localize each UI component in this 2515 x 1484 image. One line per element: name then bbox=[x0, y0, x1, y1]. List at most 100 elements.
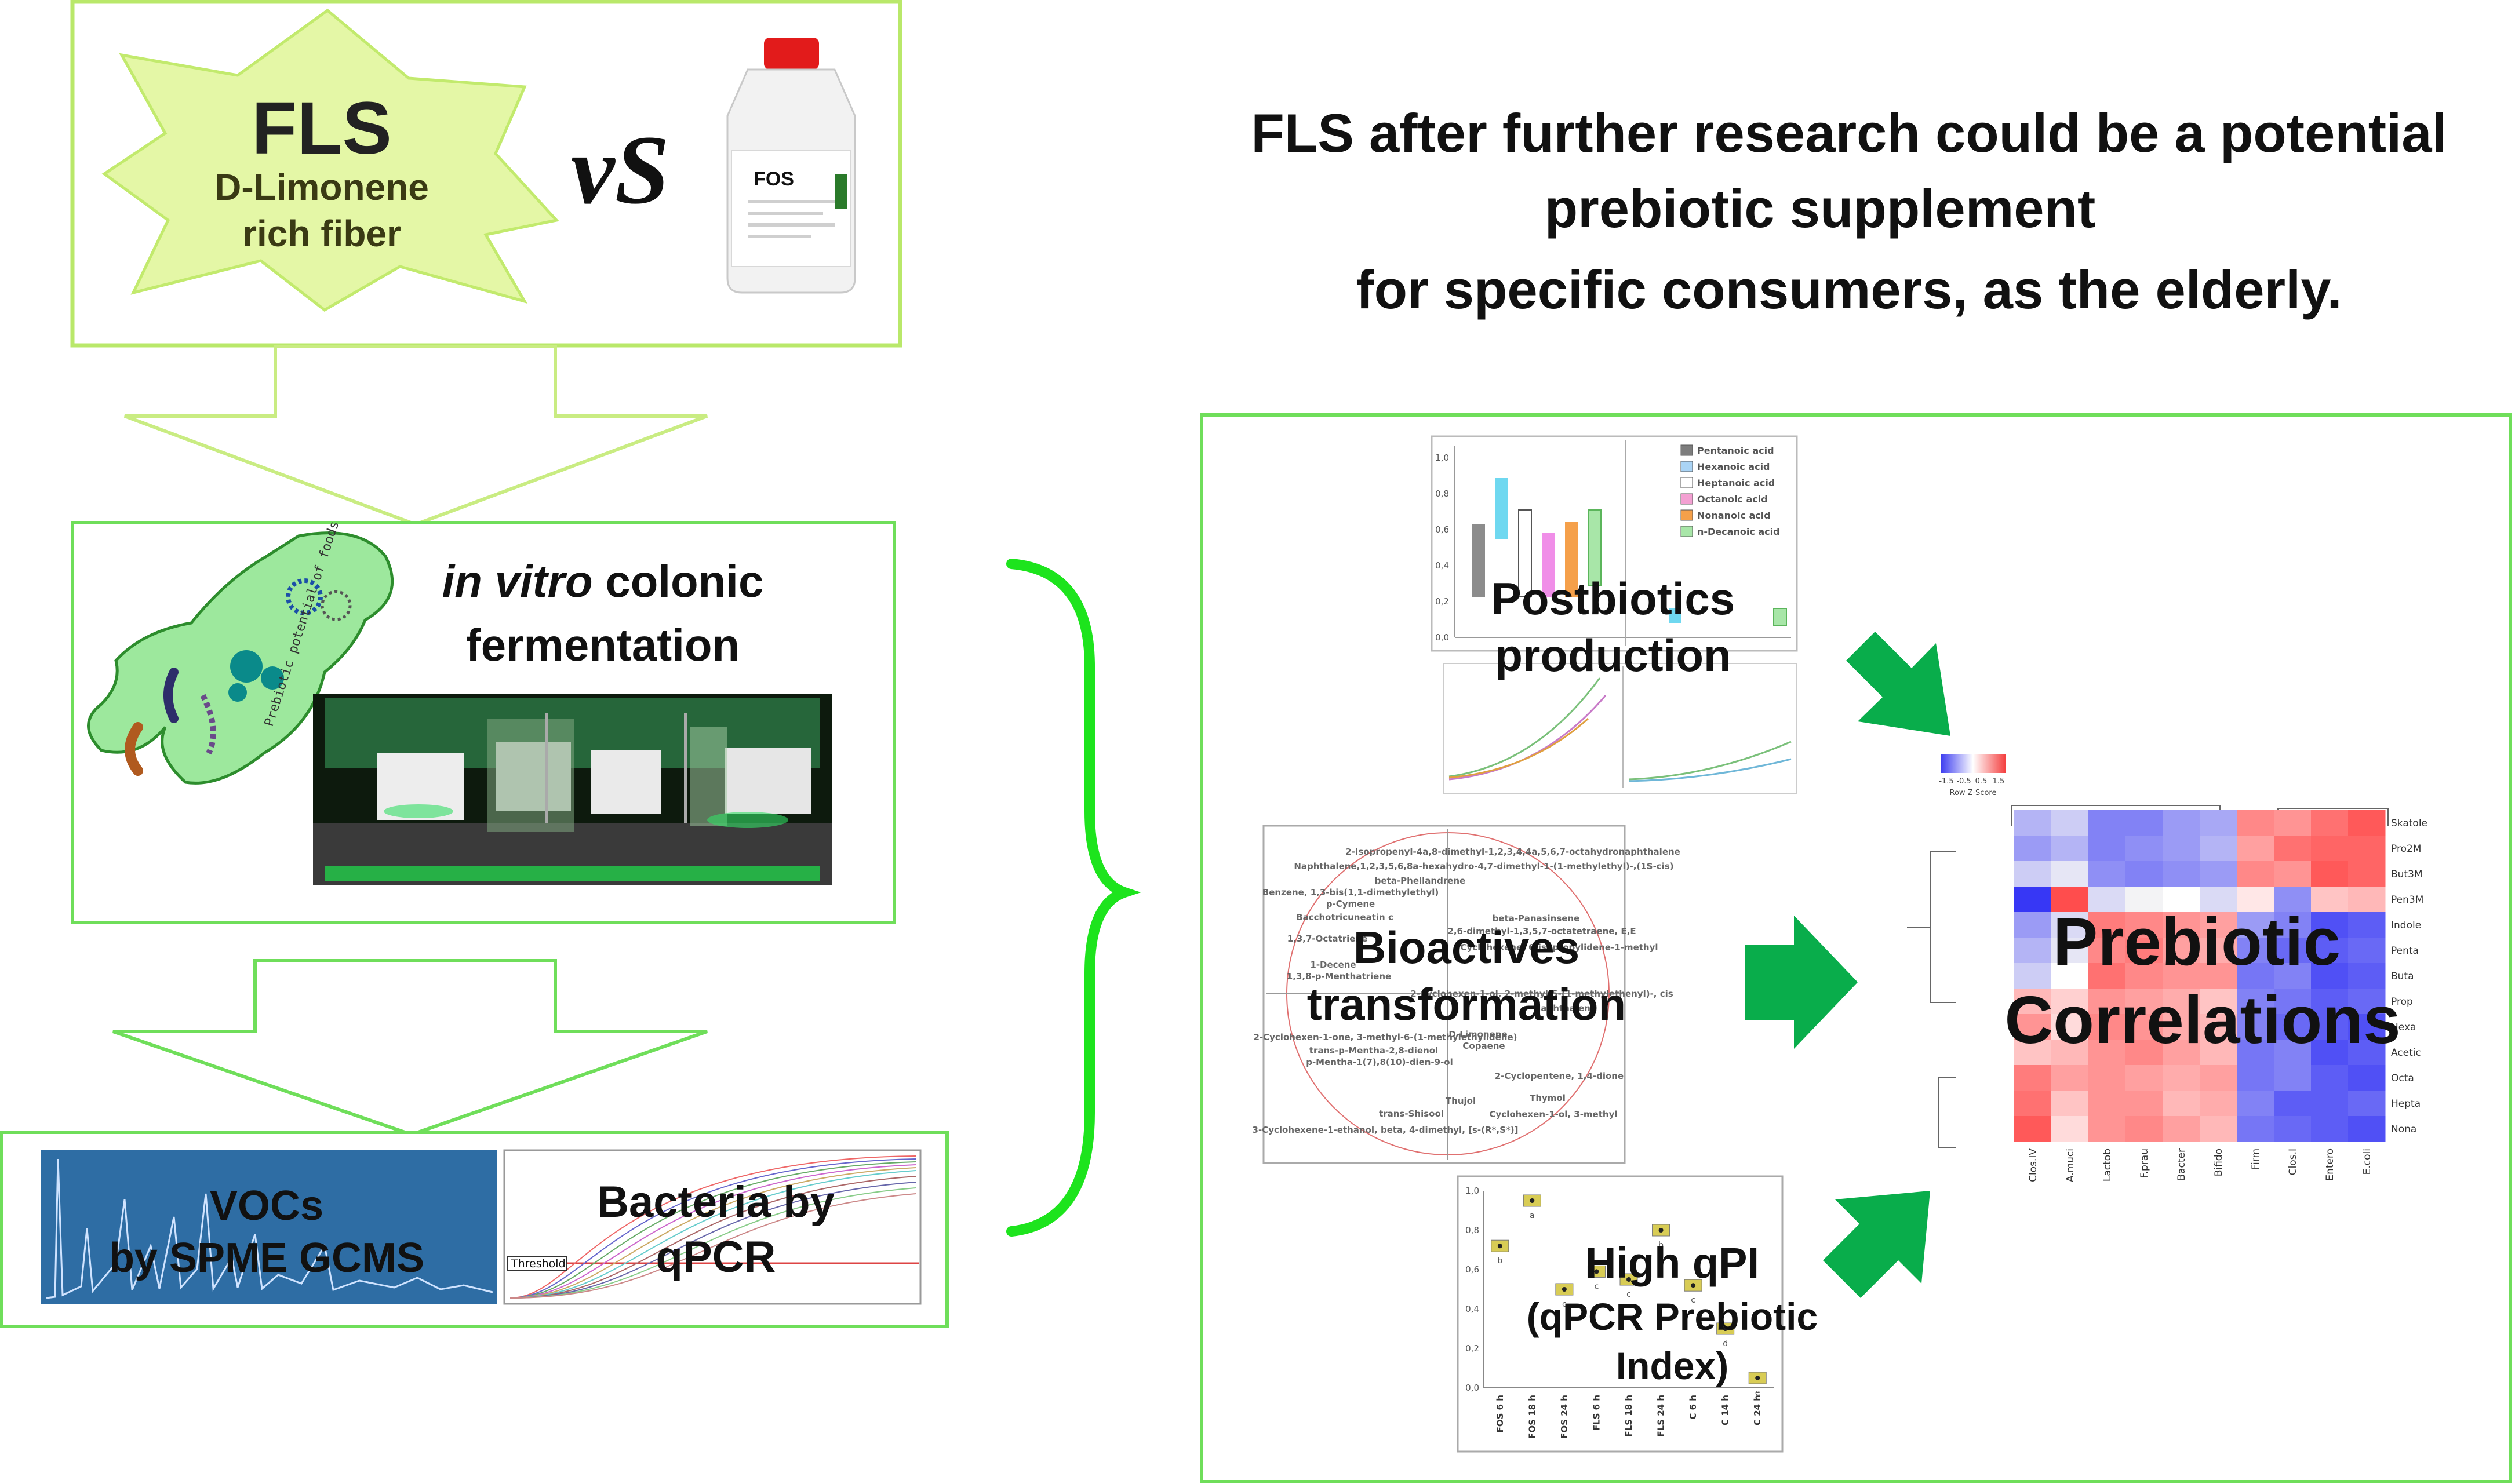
in-vitro-italic: in vitro bbox=[442, 556, 593, 607]
heatmap-col-label: Clos.I bbox=[2287, 1148, 2299, 1175]
heatmap-cell bbox=[2311, 1014, 2349, 1040]
heatmap-cell bbox=[2051, 938, 2089, 964]
heatmap-cell bbox=[2088, 861, 2126, 887]
heatmap-cell bbox=[2088, 1040, 2126, 1066]
headline-line2: prebiotic supplement bbox=[1545, 178, 2096, 239]
headline-line3: for specific consumers, as the elderly. bbox=[1356, 259, 2342, 320]
qpi-letter: a bbox=[1530, 1211, 1535, 1220]
headline-line1: FLS after further research could be a po… bbox=[1251, 103, 2447, 163]
qpi-letter: c bbox=[1595, 1282, 1599, 1291]
heatmap-cell bbox=[2348, 989, 2386, 1015]
heatmap-cell bbox=[2125, 938, 2163, 964]
qpi-letter: b bbox=[1497, 1256, 1502, 1266]
heatmap-cell bbox=[2311, 836, 2349, 862]
qpi-category-label: C 6 h bbox=[1688, 1395, 1698, 1420]
heatmap-row-label: Pen3M bbox=[2391, 894, 2423, 906]
heatmap-cell bbox=[2014, 912, 2052, 938]
heatmap-cell bbox=[2311, 810, 2349, 836]
heatmap-cell bbox=[2274, 938, 2312, 964]
heatmap-row-label: Nona bbox=[2391, 1124, 2416, 1135]
qpi-mean-point bbox=[1594, 1269, 1599, 1274]
qpi-category-label: FLS 6 h bbox=[1591, 1395, 1602, 1431]
pca-label: trans-p-Mentha-2,8-dienol bbox=[1309, 1045, 1438, 1056]
qpi-ytick: 1,0 bbox=[1465, 1186, 1479, 1196]
heatmap-cell bbox=[2088, 938, 2126, 964]
heatmap-cell bbox=[2051, 1091, 2089, 1117]
heatmap-cell bbox=[2237, 1091, 2274, 1117]
heatmap-cell bbox=[2051, 861, 2089, 887]
heatmap-cell bbox=[2125, 963, 2163, 989]
acids-legend-label: Heptanoic acid bbox=[1697, 477, 1775, 488]
prebiotic-line2: Correlations bbox=[2004, 982, 2400, 1058]
pca-label: 2-Cyclohexen-1-ol, 2-methyl-5-(1-methyle… bbox=[1410, 989, 1673, 999]
down-arrow-2 bbox=[112, 959, 708, 1137]
fos-bottle-icon: FOS bbox=[726, 38, 856, 294]
heatmap-cell bbox=[2274, 861, 2312, 887]
heatmap-cell bbox=[2163, 810, 2200, 836]
postbiotics-ytick: 0,2 bbox=[1435, 596, 1449, 607]
qpi-letter: e bbox=[1755, 1388, 1760, 1398]
fls-title: FLS bbox=[252, 87, 392, 170]
postbiotics-ytick: 1,0 bbox=[1435, 453, 1449, 463]
heatmap-cell bbox=[2348, 963, 2386, 989]
pca-label: trans-Shisool bbox=[1379, 1109, 1444, 1119]
qpi-letter: c bbox=[1626, 1290, 1631, 1299]
heatmap-row-label: Octa bbox=[2391, 1073, 2414, 1084]
heatmap-col-label: F.prau bbox=[2139, 1148, 2150, 1178]
pca-label: 3-Cyclohexene-1-ethanol, beta, 4-dimethy… bbox=[1253, 1125, 1519, 1135]
heatmap-cell bbox=[2051, 1040, 2089, 1066]
qpi-mean-point bbox=[1530, 1198, 1535, 1203]
pca-label: 2-Cyclohexen-1-one, 3-methyl-6-(1-methyl… bbox=[1253, 1032, 1517, 1042]
qpi-ytick: 0,4 bbox=[1465, 1304, 1479, 1314]
postbiotics-ytick: 0,0 bbox=[1435, 632, 1449, 643]
heatmap-cell bbox=[2237, 963, 2274, 989]
pca-label: Naphthalene,1,2,3,5,6,8a-hexahydro-4,7-d… bbox=[1294, 861, 1673, 872]
heatmap-cell bbox=[2200, 1040, 2237, 1066]
acids-legend-label: n-Decanoic acid bbox=[1697, 526, 1780, 537]
postbiotics-ytick: 0,4 bbox=[1435, 560, 1449, 571]
heatmap-row-label: But3M bbox=[2391, 869, 2423, 880]
heatmap-cell bbox=[2348, 1091, 2386, 1117]
pca-label: 2,6-dimethyl-1,3,5,7-octatetraene, E,E bbox=[1447, 926, 1636, 936]
heatmap-legend-title: Row Z-Score bbox=[1950, 789, 1997, 797]
heatmap-col-label: E.coli bbox=[2361, 1148, 2373, 1175]
pca-label: 1-Decene bbox=[1310, 960, 1356, 970]
heatmap-cell bbox=[2088, 1116, 2126, 1142]
heatmap-cell bbox=[2125, 836, 2163, 862]
acids-legend-swatch bbox=[1680, 477, 1693, 488]
heatmap-cell bbox=[2163, 1040, 2200, 1066]
heatmap-cell bbox=[2051, 912, 2089, 938]
heatmap-cell bbox=[2200, 963, 2237, 989]
heatmap-col-label: Entero bbox=[2324, 1148, 2336, 1181]
pca-label: Cyclohexene, 6-isopropylidene-1-methyl bbox=[1460, 942, 1658, 953]
heatmap-cell bbox=[2051, 989, 2089, 1015]
pca-label: p-Cymene bbox=[1326, 899, 1375, 909]
heatmap-cell bbox=[2163, 1065, 2200, 1091]
qpi-category-label: FOS 24 h bbox=[1559, 1395, 1570, 1439]
pca-label: beta-Phellandrene bbox=[1375, 876, 1466, 886]
fls-line1: D-Limonene bbox=[214, 166, 429, 208]
heatmap-cell bbox=[2125, 1091, 2163, 1117]
heatmap-legend-tick: 1.5 bbox=[1993, 777, 2005, 786]
heatmap-cell bbox=[2163, 1116, 2200, 1142]
acids-legend-swatch bbox=[1680, 461, 1693, 472]
pca-label: p-Mentha-1(7),8(10)-dien-9-ol bbox=[1306, 1057, 1453, 1067]
arrow-postbiotics bbox=[1835, 632, 1950, 736]
pca-label: Benzene, 1,3-bis(1,1-dimethylethyl) bbox=[1262, 887, 1439, 898]
heatmap-cell bbox=[2088, 912, 2126, 938]
heatmap-cell bbox=[2014, 1116, 2052, 1142]
prebiotic-logo: Prebiotic potential of foods bbox=[87, 519, 394, 785]
heatmap-cell bbox=[2051, 963, 2089, 989]
qpi-ytick: 0,6 bbox=[1465, 1264, 1479, 1275]
heatmap-cell bbox=[2163, 1014, 2200, 1040]
heatmap-cell bbox=[2163, 1091, 2200, 1117]
heatmap-cell bbox=[2237, 1040, 2274, 1066]
fermentation-title-line2: fermentation bbox=[466, 619, 740, 670]
heatmap-cell bbox=[2311, 912, 2349, 938]
heatmap-cell bbox=[2237, 938, 2274, 964]
heatmap-cell bbox=[2088, 963, 2126, 989]
heatmap-cell bbox=[2274, 963, 2312, 989]
fls-starburst bbox=[101, 8, 559, 312]
heatmap-legend-tick: -1.5 bbox=[1939, 777, 1953, 786]
